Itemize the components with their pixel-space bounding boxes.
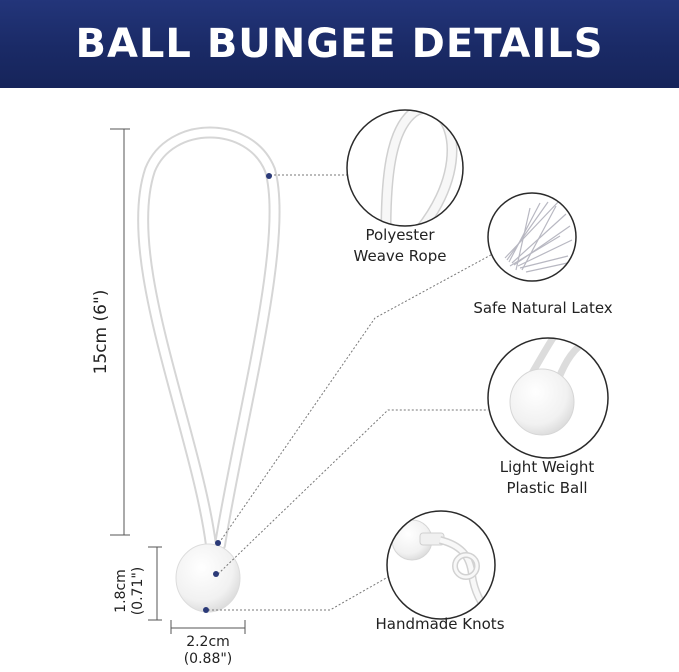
rope-label-line1: Polyester bbox=[365, 226, 435, 244]
knots-detail-circle bbox=[386, 510, 496, 620]
ball-height-in: (0.71") bbox=[130, 566, 146, 616]
ball-width-in: (0.88") bbox=[183, 651, 233, 667]
ball-height-cm: 1.8cm bbox=[113, 569, 129, 613]
latex-feature-label: Safe Natural Latex bbox=[473, 299, 613, 317]
length-dimension-line bbox=[110, 128, 130, 536]
bungee-loop bbox=[137, 126, 281, 551]
rope-feature-label: Polyester Weave Rope bbox=[335, 225, 465, 267]
marker-dots bbox=[203, 173, 272, 613]
ball-height-dimension-line bbox=[148, 546, 162, 621]
bungee-ball bbox=[175, 543, 241, 613]
page-title: BALL BUNGEE DETAILS bbox=[75, 21, 604, 67]
ball-feature-label: Light Weight Plastic Ball bbox=[472, 457, 622, 499]
leader-lines bbox=[208, 174, 501, 611]
ball-label-line1: Light Weight bbox=[499, 458, 595, 476]
header-banner bbox=[0, 0, 679, 88]
rope-detail-circle bbox=[346, 109, 464, 227]
ball-detail-circle bbox=[487, 337, 609, 459]
length-label: 15cm (6") bbox=[91, 289, 111, 375]
latex-detail-circle bbox=[487, 192, 577, 282]
rope-label-line2: Weave Rope bbox=[353, 247, 447, 265]
knots-feature-label: Handmade Knots bbox=[375, 615, 505, 633]
ball-label-line2: Plastic Ball bbox=[506, 479, 588, 497]
ball-width-label: 2.2cm (0.88") bbox=[168, 634, 248, 668]
ball-height-label: 1.8cm (0.71") bbox=[113, 551, 147, 631]
ball-width-cm: 2.2cm bbox=[186, 634, 230, 650]
ball-width-dimension-line bbox=[170, 620, 246, 634]
